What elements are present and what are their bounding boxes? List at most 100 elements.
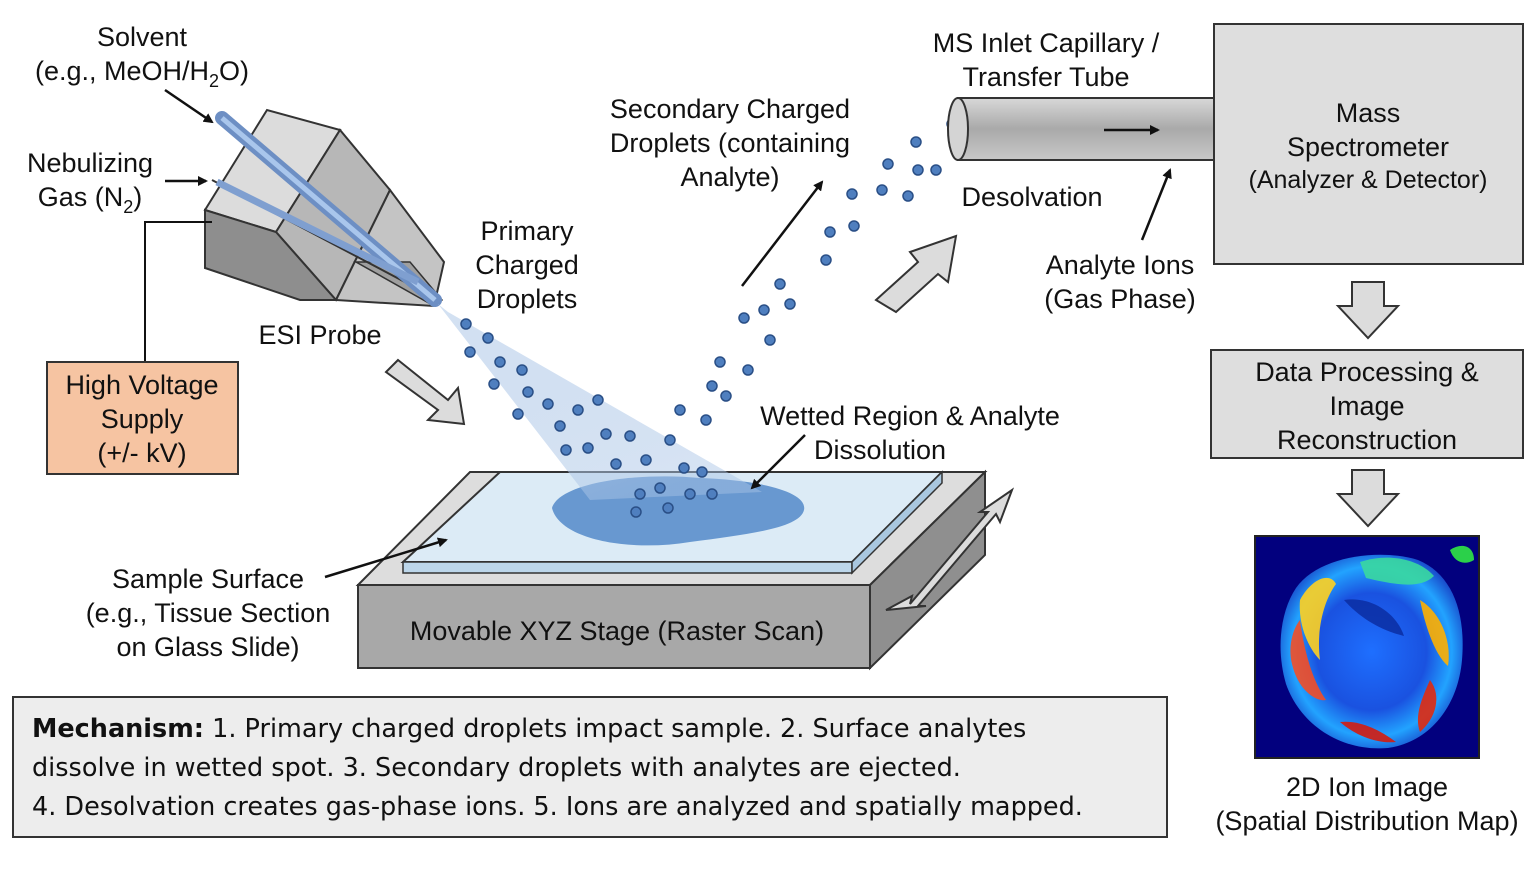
high-voltage-supply: High Voltage Supply (+/- kV)	[46, 361, 239, 475]
droplet	[824, 226, 836, 238]
droplet	[592, 394, 604, 406]
droplet	[912, 164, 924, 176]
wetted-arrow	[750, 434, 806, 490]
droplet	[516, 364, 528, 376]
droplet	[640, 454, 652, 466]
mechanism-line-1: Mechanism: 1. Primary charged droplets i…	[32, 710, 1148, 749]
raster-scan-arrow	[885, 487, 1015, 611]
droplet	[464, 346, 476, 358]
droplet	[742, 364, 754, 376]
secondary-label-line1: Secondary Charged	[610, 94, 850, 124]
droplet	[664, 434, 676, 446]
wetted-label-line1: Wetted Region & Analyte	[760, 401, 1060, 431]
desolvation-direction-arrow	[874, 234, 958, 314]
droplet	[522, 386, 534, 398]
desolvation-label: Desolvation	[961, 182, 1102, 212]
primary-label-line2: Charged	[475, 250, 579, 280]
droplet	[714, 356, 726, 368]
esi-probe-label: ESI Probe	[258, 320, 381, 350]
droplet	[654, 482, 666, 494]
ms-label-line3: (Analyzer & Detector)	[1249, 166, 1488, 194]
droplet	[910, 136, 922, 148]
secondary-label-line3: Analyte)	[680, 162, 779, 192]
droplet	[634, 488, 646, 500]
sample-label-line2: (e.g., Tissue Section	[86, 598, 331, 628]
droplet	[784, 298, 796, 310]
droplet	[460, 318, 472, 330]
droplet	[572, 404, 584, 416]
spray-direction-arrow	[384, 358, 466, 426]
droplet	[582, 442, 594, 454]
ion-image-label-line1: 2D Ion Image	[1286, 772, 1448, 802]
stage-label: Movable XYZ Stage (Raster Scan)	[410, 616, 824, 646]
droplet	[624, 430, 636, 442]
hv-wire	[144, 221, 212, 362]
droplet	[600, 428, 612, 440]
inlet-label-line2: Transfer Tube	[962, 62, 1129, 92]
gas-label-line2: Gas (N2)	[38, 182, 143, 217]
droplet	[820, 254, 832, 266]
droplet	[488, 378, 500, 390]
droplet	[494, 356, 506, 368]
mechanism-heading: Mechanism:	[32, 714, 204, 744]
droplet	[482, 332, 494, 344]
inlet-label-line1: MS Inlet Capillary /	[933, 28, 1160, 58]
droplet	[696, 466, 708, 478]
droplet	[662, 502, 674, 514]
wetted-label-line2: Dissolution	[814, 435, 946, 465]
down-arrow-1	[1335, 281, 1401, 340]
ms-label-line2: Spectrometer	[1287, 132, 1449, 162]
analyte-ions-label-line2: (Gas Phase)	[1044, 284, 1196, 314]
dp-label-line3: Reconstruction	[1277, 425, 1457, 455]
primary-droplets	[460, 318, 718, 518]
inlet-capillary	[947, 97, 1215, 161]
droplet	[720, 390, 732, 402]
droplet	[848, 220, 860, 232]
solvent-label-line1: Solvent	[97, 22, 188, 52]
droplet	[738, 312, 750, 324]
droplet	[758, 304, 770, 316]
mechanism-box: Mechanism: 1. Primary charged droplets i…	[12, 696, 1168, 838]
mechanism-line-2: dissolve in wetted spot. 3. Secondary dr…	[32, 753, 961, 783]
secondary-label-line2: Droplets (containing	[610, 128, 850, 158]
droplet	[684, 488, 696, 500]
solvent-label-line2: (e.g., MeOH/H2O)	[35, 56, 249, 91]
droplet	[706, 488, 718, 500]
droplet	[610, 458, 622, 470]
droplet	[630, 506, 642, 518]
solvent-arrow	[164, 88, 214, 124]
droplet	[846, 188, 858, 200]
droplet	[706, 380, 718, 392]
dp-label-line1: Data Processing &	[1255, 357, 1479, 387]
droplet	[512, 408, 524, 420]
droplet	[678, 462, 690, 474]
droplet	[902, 190, 914, 202]
ms-label-line1: Mass	[1336, 98, 1401, 128]
mechanism-line-1-text: 1. Primary charged droplets impact sampl…	[204, 714, 1027, 744]
droplet	[560, 444, 572, 456]
analyte-ions-label-line1: Analyte Ions	[1046, 250, 1195, 280]
droplet	[554, 420, 566, 432]
droplet	[700, 414, 712, 426]
primary-label-line1: Primary	[481, 216, 574, 246]
ion-image-label-line2: (Spatial Distribution Map)	[1215, 806, 1518, 836]
droplet	[764, 334, 776, 346]
droplet	[930, 164, 942, 176]
droplet	[882, 158, 894, 170]
droplet	[774, 278, 786, 290]
hv-label-line3: (+/- kV)	[97, 438, 186, 468]
hv-label-line1: High Voltage	[65, 370, 218, 400]
down-arrow-2	[1335, 469, 1401, 528]
ion-image	[1254, 535, 1480, 759]
droplet	[542, 398, 554, 410]
dp-label-line2: Image	[1329, 391, 1404, 421]
primary-label-line3: Droplets	[477, 284, 578, 314]
hv-label-line2: Supply	[101, 404, 184, 434]
sample-label-line3: on Glass Slide)	[116, 632, 299, 662]
secondary-arrow	[741, 180, 824, 287]
analyte-ions-arrow	[1140, 168, 1172, 241]
data-processing-box: Data Processing & Image Reconstruction	[1210, 349, 1524, 459]
esi-probe	[203, 108, 446, 308]
